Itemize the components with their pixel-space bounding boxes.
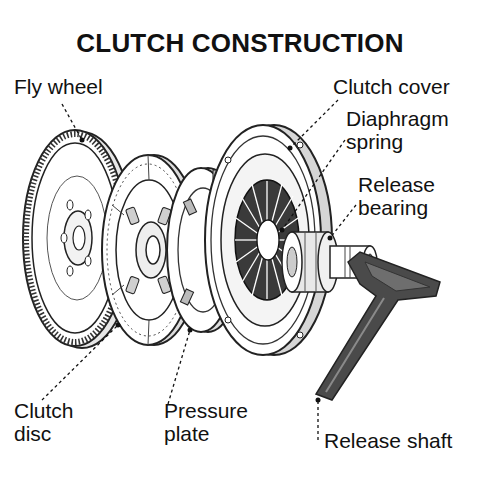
- leader-line: [317, 400, 318, 440]
- leader-line: [330, 205, 356, 238]
- leader-dot: [328, 236, 333, 241]
- clutch-disc: [146, 236, 160, 264]
- release-bearing: [305, 232, 306, 292]
- clutch-cover: [297, 332, 303, 338]
- leader-dot: [288, 146, 293, 151]
- leader-dot: [80, 138, 85, 143]
- part-label: Fly wheel: [14, 76, 144, 99]
- leader-dot: [280, 228, 285, 233]
- flywheel: [85, 210, 91, 220]
- part-label: Diaphragm spring: [346, 108, 464, 153]
- leader-line: [62, 104, 82, 140]
- release-shaft: [316, 252, 440, 400]
- clutch-cover: [211, 136, 315, 344]
- part-label: Release bearing: [358, 174, 462, 219]
- part-label: Release shaft: [324, 430, 480, 453]
- release-bearing: [316, 232, 317, 292]
- clutch-disc: [148, 155, 149, 180]
- clutch-cover: [297, 142, 303, 148]
- clutch-disc: [112, 205, 124, 215]
- flywheel: [67, 200, 73, 210]
- leader-line: [282, 140, 345, 230]
- diaphragm-spring: [257, 220, 279, 260]
- diagram-title: CLUTCH CONSTRUCTION: [0, 28, 480, 59]
- flywheel: [67, 266, 73, 276]
- part-label: Clutch cover: [333, 76, 480, 99]
- flywheel: [85, 256, 91, 266]
- clutch-disc: [136, 222, 166, 278]
- release-bearing: [282, 232, 302, 292]
- flywheel: [73, 226, 85, 250]
- clutch-disc: [126, 207, 140, 225]
- leader-dot: [80, 138, 333, 403]
- release-shaft: [326, 298, 384, 392]
- release-bearing: [345, 246, 346, 278]
- leader-line: [290, 100, 338, 148]
- pressure-plate: [183, 199, 196, 215]
- pressure-plate: [180, 289, 193, 305]
- release-bearing: [287, 247, 297, 277]
- leader-dot: [116, 323, 121, 328]
- leader-dot: [188, 328, 193, 333]
- release-shaft: [316, 252, 440, 400]
- leader-line: [42, 325, 118, 400]
- part-label: Clutch disc: [14, 400, 92, 445]
- clutch-cover: [205, 125, 332, 355]
- leader-line: [42, 100, 356, 440]
- flywheel: [64, 211, 92, 265]
- clutch-disc: [112, 285, 124, 295]
- release-shaft: [365, 262, 430, 291]
- leader-dot: [316, 398, 321, 403]
- leader-line: [168, 330, 190, 404]
- clutch-disc: [126, 276, 140, 294]
- clutch-cover: [221, 154, 309, 326]
- flywheel: [47, 176, 107, 300]
- clutch-disc: [148, 320, 149, 345]
- clutch-cover: [225, 317, 231, 323]
- part-label: Pressure plate: [164, 400, 264, 445]
- clutch-cover: [225, 157, 231, 163]
- flywheel: [61, 233, 67, 243]
